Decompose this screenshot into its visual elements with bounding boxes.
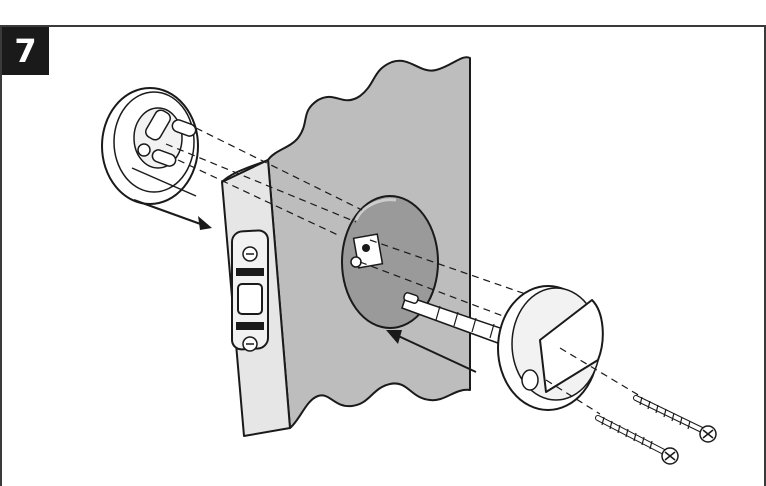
latch-bolt <box>237 283 263 315</box>
left-rule <box>0 25 2 486</box>
faceplate-label-top <box>236 268 264 276</box>
top-rule <box>0 25 766 27</box>
right-rule <box>764 25 766 486</box>
arrow-right-icon <box>133 199 212 230</box>
thumbturn <box>539 299 604 393</box>
mounting-post-bottom <box>151 149 177 167</box>
mounting-post-top <box>171 119 197 137</box>
arrow-left-icon <box>386 330 477 373</box>
mounting-screw-upper <box>633 395 717 443</box>
faceplate-label-bottom <box>236 322 264 330</box>
step-number-badge: 7 <box>2 27 49 75</box>
mounting-screw-lower <box>595 415 679 465</box>
door-top <box>221 159 269 183</box>
tailpiece-slot <box>145 109 171 141</box>
step-number: 7 <box>14 32 37 70</box>
